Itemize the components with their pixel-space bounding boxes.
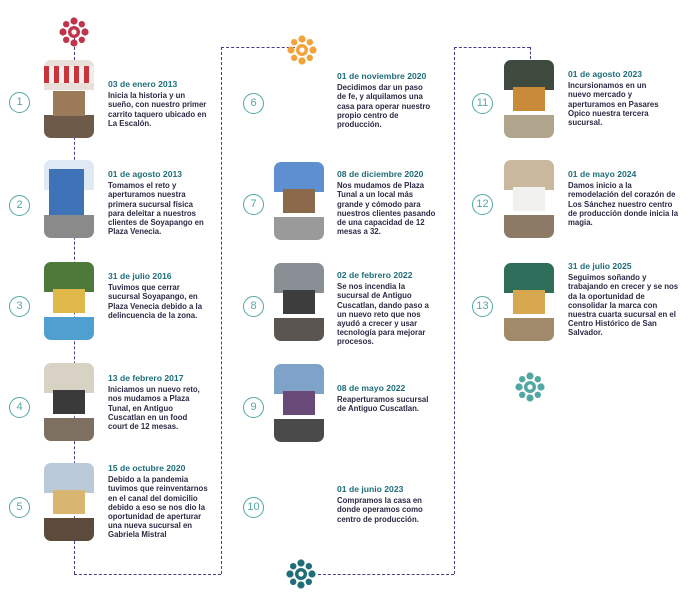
step-number-10: 10: [243, 497, 264, 518]
event-text-3: 31 de julio 2016 Tuvimos que cerrar sucu…: [108, 271, 208, 320]
event-date: 02 de febrero 2022: [337, 270, 413, 280]
event-photo-1: [44, 60, 94, 138]
event-date: 01 de agosto 2013: [108, 169, 183, 179]
event-text-12: 01 de mayo 2024 Damos inicio a la remode…: [568, 169, 682, 228]
event-date: 01 de junio 2023: [337, 484, 404, 494]
event-photo-11: [504, 60, 554, 138]
event-text-10: 01 de junio 2023 Compramos la casa en do…: [337, 484, 433, 524]
step-number-8: 8: [243, 296, 264, 317]
event-date: 01 de noviembre 2020: [337, 71, 427, 81]
timeline-line: [221, 47, 305, 48]
event-text-7: 08 de diciembre 2020 Nos mudamos de Plaz…: [337, 169, 437, 237]
step-number-5: 5: [9, 497, 30, 518]
timeline-line: [318, 574, 454, 575]
timeline-line: [221, 47, 222, 574]
event-date: 01 de mayo 2024: [568, 169, 637, 179]
event-date: 08 de diciembre 2020: [337, 169, 424, 179]
event-text-1: 03 de enero 2013 Inicia la historia y un…: [108, 79, 208, 128]
event-description: Compramos la casa en donde operamos como…: [337, 496, 423, 524]
step-number-4: 4: [9, 397, 30, 418]
timeline-line: [454, 47, 530, 48]
step-number-3: 3: [9, 296, 30, 317]
event-photo-8: [274, 263, 324, 341]
flower-orange-icon: [287, 35, 317, 65]
flower-teal-icon: [515, 372, 545, 402]
event-description: Tomamos el reto y aperturamos nuestra pr…: [108, 181, 204, 237]
event-photo-9: [274, 364, 324, 442]
event-description: Inicia la historia y un sueño, con nuest…: [108, 91, 207, 128]
event-text-4: 13 de febrero 2017 Iniciamos un nuevo re…: [108, 373, 208, 432]
step-number-6: 6: [243, 93, 264, 114]
event-date: 01 de agosto 2023: [568, 69, 643, 79]
flower-green-icon: [286, 559, 316, 589]
event-description: Seguimos soñando y trabajando en crecer …: [568, 273, 679, 338]
step-number-7: 7: [243, 194, 264, 215]
event-photo-13: [504, 263, 554, 341]
event-text-8: 02 de febrero 2022 Se nos incendia la su…: [337, 270, 433, 347]
step-number-12: 12: [472, 194, 493, 215]
event-description: Iniciamos un nuevo reto, nos mudamos a P…: [108, 385, 200, 432]
event-photo-2: [44, 160, 94, 238]
event-photo-4: [44, 363, 94, 441]
event-text-6: 01 de noviembre 2020 Decidimos dar un pa…: [337, 71, 433, 130]
event-description: Decidimos dar un paso de fe, y alquilamo…: [337, 83, 431, 130]
event-description: Nos mudamos de Plaza Tunal a un local má…: [337, 181, 436, 237]
timeline-line: [530, 47, 531, 59]
event-description: Se nos incendia la sucursal de Antiguo C…: [337, 282, 429, 347]
event-description: Incursionamos en un nuevo mercado y aper…: [568, 81, 659, 128]
event-photo-7: [274, 162, 324, 240]
event-text-5: 15 de octubre 2020 Debido a la pandemia …: [108, 463, 210, 540]
step-number-13: 13: [472, 296, 493, 317]
timeline-line: [74, 574, 221, 575]
event-text-13: 31 de julio 2025 Seguimos soñando y trab…: [568, 261, 682, 338]
event-photo-5: [44, 463, 94, 541]
flower-red-icon: [59, 17, 89, 47]
event-description: Reaperturamos sucursal de Antiguo Cuscat…: [337, 395, 429, 414]
event-date: 31 de julio 2016: [108, 271, 172, 281]
step-number-2: 2: [9, 195, 30, 216]
event-photo-12: [504, 160, 554, 238]
step-number-1: 1: [9, 92, 30, 113]
event-text-2: 01 de agosto 2013 Tomamos el reto y aper…: [108, 169, 208, 237]
step-number-11: 11: [472, 93, 493, 114]
event-date: 08 de mayo 2022: [337, 383, 406, 393]
event-description: Damos inicio a la remodelación del coraz…: [568, 181, 679, 228]
event-photo-3: [44, 262, 94, 340]
event-description: Tuvimos que cerrar sucursal Soyapango, e…: [108, 283, 203, 320]
event-date: 15 de octubre 2020: [108, 463, 186, 473]
event-description: Debido a la pandemia tuvimos que reinven…: [108, 475, 208, 540]
step-number-9: 9: [243, 397, 264, 418]
timeline-line: [454, 47, 455, 574]
event-date: 03 de enero 2013: [108, 79, 178, 89]
event-text-9: 08 de mayo 2022 Reaperturamos sucursal d…: [337, 383, 437, 414]
event-text-11: 01 de agosto 2023 Incursionamos en un nu…: [568, 69, 668, 128]
event-date: 31 de julio 2025: [568, 261, 632, 271]
event-date: 13 de febrero 2017: [108, 373, 184, 383]
